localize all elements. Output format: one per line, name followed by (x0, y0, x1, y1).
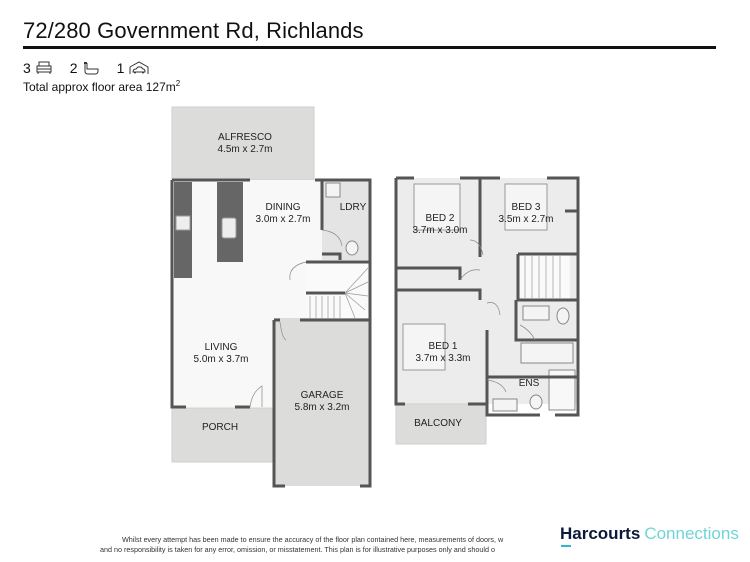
upper-walls (394, 176, 580, 417)
bath-icon (83, 62, 99, 75)
balcony-area (395, 403, 487, 445)
disclaimer-line-2: and no responsibility is taken for any e… (100, 545, 495, 554)
door-swings (249, 229, 343, 408)
bathroom-count: 2 (69, 60, 78, 76)
page-title: 72/280 Government Rd, Richlands (23, 18, 364, 43)
room-label-laundry: LDRY (336, 202, 370, 214)
brand-secondary: Connections (644, 524, 739, 543)
laundry-tub-icon (325, 182, 341, 198)
room-name: PORCH (201, 422, 239, 433)
room-label-bed-3: BED 3 3.5m x 2.7m (494, 202, 558, 226)
disclaimer: Whilst every attempt has been made to en… (100, 535, 560, 555)
brand-underline (561, 545, 571, 547)
bathroom-toilet-icon (556, 307, 570, 325)
vanity-icon (522, 305, 550, 321)
room-size: 3.0m x 2.7m (255, 214, 311, 225)
brand-primary: Harcourts (560, 524, 641, 543)
upper-stairs (524, 256, 561, 298)
cooktop-icon (175, 215, 191, 231)
floor-area-label: Total approx floor area 127m (23, 80, 176, 94)
room-label-bed-2: BED 2 3.7m x 3.0m (408, 213, 472, 237)
title-underline (23, 46, 716, 49)
toilet-icon (345, 240, 359, 256)
stat-garage: 1 (117, 60, 150, 76)
property-stats: 3 2 1 (23, 60, 167, 76)
room-name: BED 3 (511, 202, 541, 213)
bed-1-bed (402, 323, 446, 371)
alfresco-area (171, 106, 315, 181)
room-size: 5.8m x 3.2m (294, 402, 350, 413)
stair-area (306, 262, 370, 320)
bed-3-bed (504, 183, 548, 231)
room-label-porch: PORCH (190, 422, 250, 434)
upper-stair-area (518, 255, 570, 299)
upper-floor-plan (394, 176, 580, 445)
bed-icon (36, 61, 52, 74)
sink-icon (221, 217, 237, 239)
garage-count: 1 (116, 60, 125, 76)
upper-door-swings (459, 239, 536, 393)
room-name: LIVING (204, 342, 238, 353)
room-size: 3.7m x 3.0m (412, 225, 468, 236)
stat-bedrooms: 3 (23, 60, 52, 76)
bed-2-bed (413, 183, 461, 231)
room-label-living: LIVING 5.0m x 3.7m (186, 342, 256, 366)
room-label-dining: DINING 3.0m x 2.7m (250, 202, 316, 226)
room-name: BALCONY (414, 418, 462, 429)
room-label-alfresco: ALFRESCO 4.5m x 2.7m (200, 132, 290, 156)
room-label-garage: GARAGE 5.8m x 3.2m (284, 390, 360, 414)
room-name: BED 1 (428, 341, 458, 352)
bathtub-icon (520, 342, 574, 364)
ground-stairs (309, 267, 369, 319)
room-size: 3.7m x 3.3m (415, 353, 471, 364)
ground-walls (170, 178, 372, 488)
room-name: DINING (265, 202, 301, 213)
ensuite-vanity-icon (492, 398, 518, 412)
ensuite-toilet-icon (529, 394, 543, 410)
room-size: 3.5m x 2.7m (498, 214, 554, 225)
floor-area-superscript: 2 (175, 79, 181, 88)
room-label-ensuite: ENS (512, 378, 546, 390)
garage-icon (129, 61, 149, 74)
room-size: 4.5m x 2.7m (217, 144, 273, 155)
room-name: GARAGE (300, 390, 344, 401)
room-name: BED 2 (425, 213, 455, 224)
stat-bathrooms: 2 (70, 60, 99, 76)
room-size: 5.0m x 3.7m (193, 354, 249, 365)
porch-area (171, 407, 275, 463)
room-name: ALFRESCO (218, 132, 272, 143)
room-name: ENS (518, 378, 540, 389)
room-label-bed-1: BED 1 3.7m x 3.3m (410, 341, 476, 365)
room-label-balcony: BALCONY (406, 418, 470, 430)
garage-floor (274, 318, 370, 486)
bedroom-count: 3 (23, 60, 31, 76)
floor-area: Total approx floor area 127m2 (23, 79, 180, 94)
ground-floor-plan (170, 106, 372, 488)
room-name: LDRY (339, 202, 367, 213)
disclaimer-line-1: Whilst every attempt has been made to en… (122, 535, 504, 544)
